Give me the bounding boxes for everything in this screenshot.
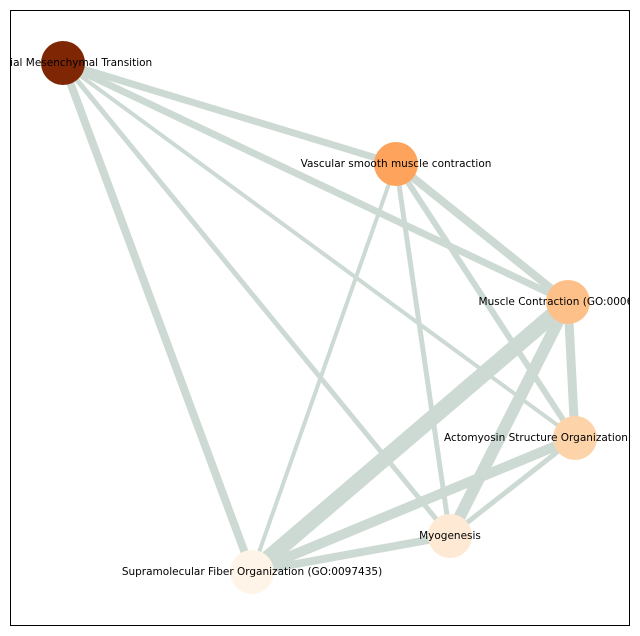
nodes-layer bbox=[41, 41, 597, 594]
node-emt bbox=[41, 41, 85, 85]
node-label-emt: Epithelial Mesenchymal Transition bbox=[0, 57, 152, 69]
node-label-aso: Actomyosin Structure Organization (GO:00… bbox=[444, 432, 640, 444]
node-label-myo: Myogenesis bbox=[419, 530, 481, 542]
edge-aso-sfo bbox=[250, 433, 577, 577]
edge-aso-myo bbox=[448, 436, 577, 538]
edge-emt-mc bbox=[61, 59, 570, 306]
node-label-sfo: Supramolecular Fiber Organization (GO:00… bbox=[122, 566, 382, 578]
edge-mc-sfo bbox=[246, 295, 574, 579]
node-mc bbox=[546, 280, 590, 324]
edge-vsmc-myo bbox=[393, 163, 453, 537]
edges-layer bbox=[59, 59, 580, 579]
node-vsmc bbox=[374, 142, 418, 186]
edge-emt-sfo bbox=[59, 61, 256, 574]
edge-myo-sfo bbox=[251, 532, 451, 576]
edge-vsmc-sfo bbox=[250, 163, 398, 573]
node-label-vsmc: Vascular smooth muscle contraction bbox=[301, 158, 492, 170]
plot-frame bbox=[10, 10, 630, 626]
edge-mc-aso bbox=[563, 301, 580, 439]
edge-mc-myo bbox=[444, 299, 574, 539]
node-sfo bbox=[230, 550, 274, 594]
node-aso bbox=[553, 416, 597, 460]
edge-vsmc-aso bbox=[393, 162, 578, 440]
labels-layer: Epithelial Mesenchymal TransitionVascula… bbox=[0, 57, 640, 578]
node-myo bbox=[428, 514, 472, 558]
node-label-mc: Muscle Contraction (GO:0006936) bbox=[479, 296, 640, 308]
edge-vsmc-mc bbox=[393, 160, 571, 306]
plot-area: Epithelial Mesenchymal TransitionVascula… bbox=[0, 41, 640, 594]
edge-emt-myo bbox=[61, 61, 452, 538]
edge-emt-vsmc bbox=[61, 59, 398, 168]
